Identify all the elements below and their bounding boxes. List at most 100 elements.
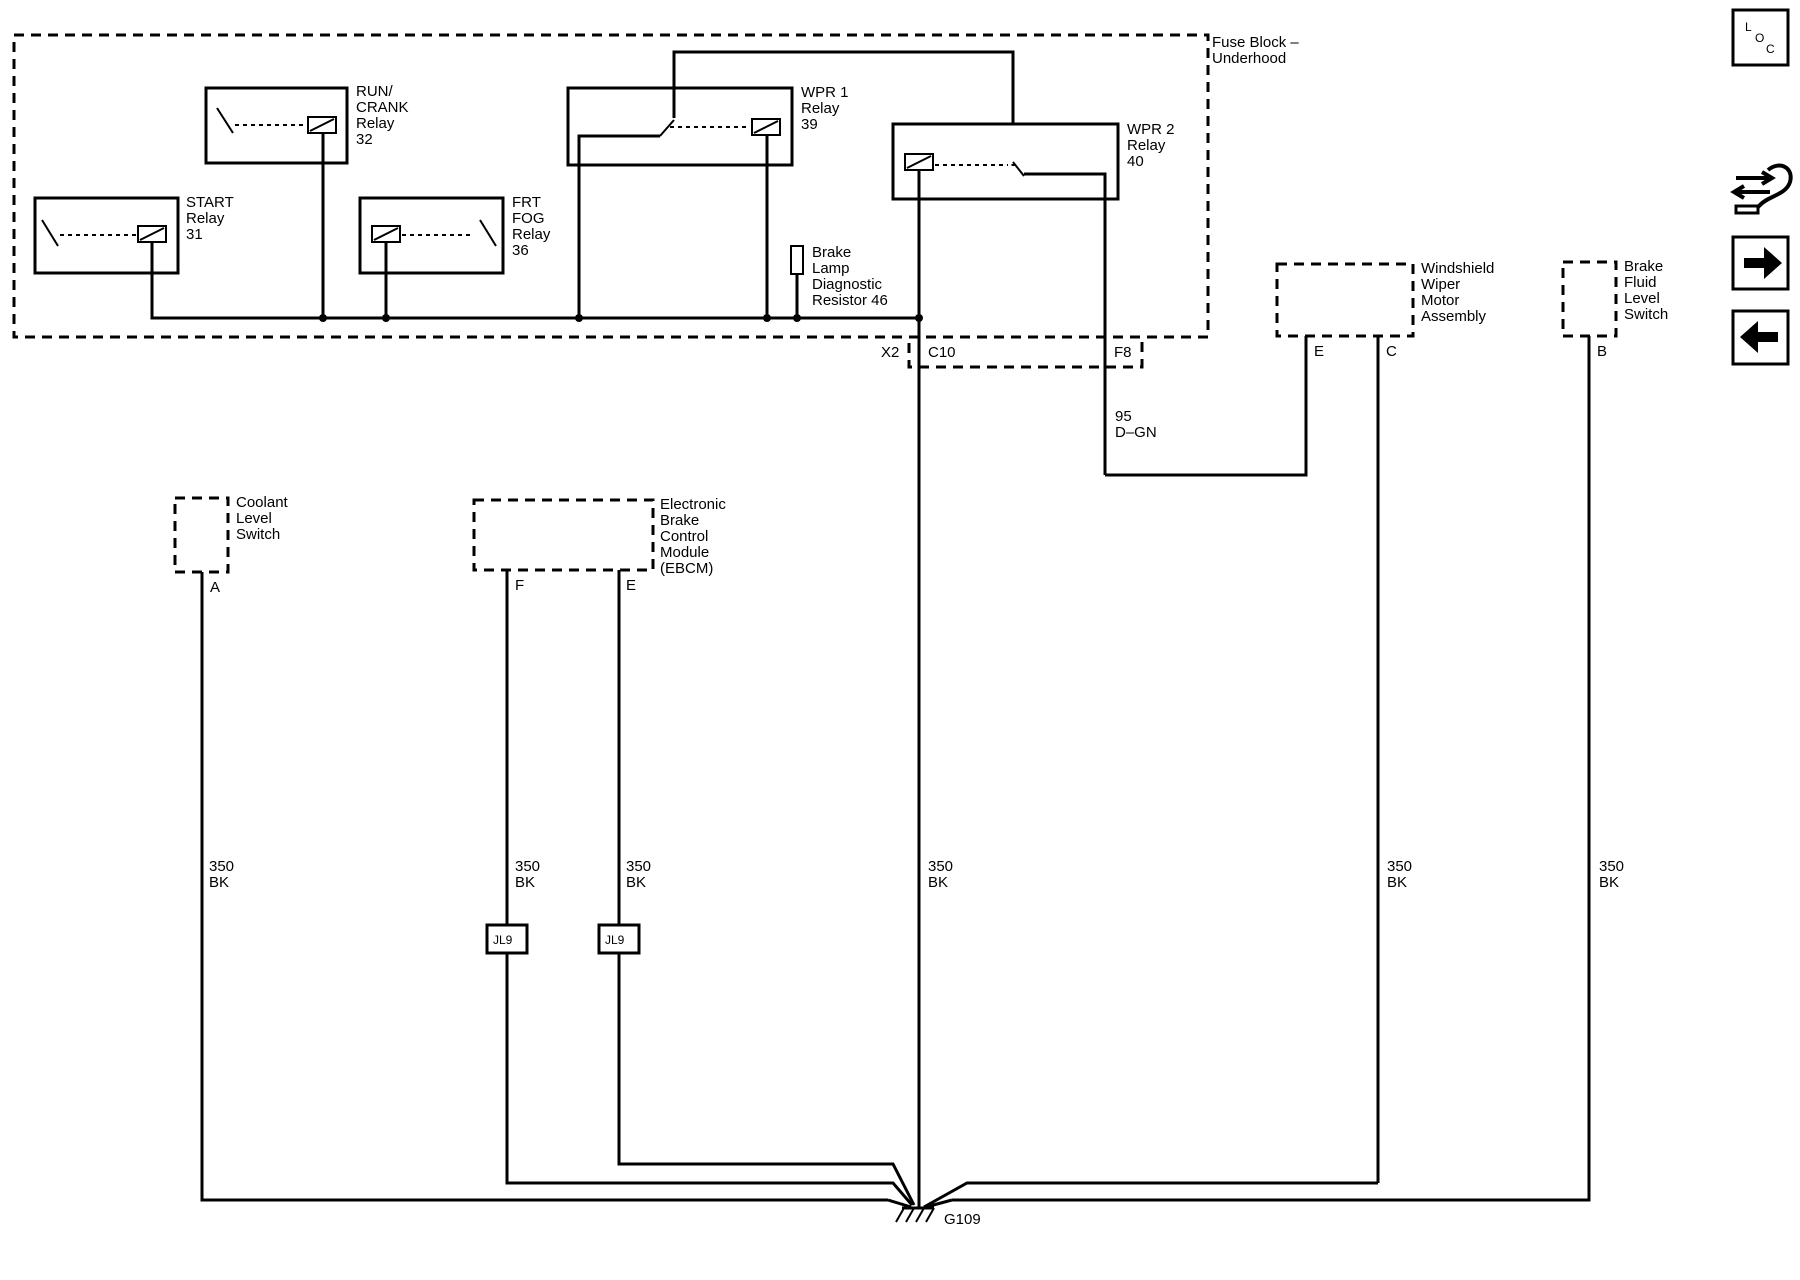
wpr2-relay-label-3: 40 — [1127, 153, 1144, 170]
brake-fluid-pin-b: B — [1597, 343, 1607, 360]
connector-c10-label: C10 — [928, 344, 956, 361]
connector-c10-outline — [907, 335, 1144, 369]
svg-text:L: L — [1745, 20, 1752, 34]
brake-fluid-outline — [1561, 260, 1618, 338]
wpr2-relay-box — [891, 122, 1120, 201]
splice-jl9-f: JL9 — [485, 923, 529, 955]
svg-text:O: O — [1755, 31, 1764, 45]
brake-lamp-resistor-symbol — [790, 245, 804, 275]
brake-lamp-resistor-label-4: Resistor 46 — [812, 292, 888, 309]
wpr1-relay-switch — [659, 119, 675, 137]
wiper-motor-label-3: Motor — [1421, 292, 1459, 309]
svg-text:BK: BK — [928, 874, 948, 891]
svg-text:BK: BK — [1387, 874, 1407, 891]
arrow-left-icon — [1740, 321, 1778, 353]
wpr1-relay-label-3: 39 — [801, 116, 818, 133]
start-relay-label-1: START — [186, 194, 234, 211]
fuse-block-underhood: Fuse Block – Underhood — [12, 33, 1299, 339]
ebcm-pin-e: E — [626, 577, 636, 594]
junction-dots — [319, 314, 923, 322]
run-crank-relay-switch — [216, 107, 234, 134]
frt-fog-relay-label-4: 36 — [512, 242, 529, 259]
fuse-block-label-line1: Fuse Block – — [1212, 34, 1299, 51]
ebcm-pin-f: F — [515, 577, 524, 594]
wire-350-bk-ebcm-e — [617, 570, 916, 1206]
wpr2-relay: WPR 2 Relay 40 — [891, 121, 1175, 1182]
location-button[interactable]: L O C — [1731, 8, 1790, 67]
ebcm-label-2: Brake — [660, 512, 699, 529]
coolant-label-2: Level — [236, 510, 272, 527]
coolant-outline — [173, 496, 230, 574]
start-relay-label-3: 31 — [186, 226, 203, 243]
wire-350-bk-ebcm-f — [505, 570, 914, 1206]
wiper-motor-pin-e: E — [1314, 343, 1324, 360]
coolant-pin-a: A — [210, 579, 220, 596]
ebcm-label-1: Electronic — [660, 496, 726, 513]
fuse-block-ground-bus — [150, 273, 920, 320]
svg-text:350: 350 — [928, 858, 953, 875]
start-relay: START Relay 31 — [33, 194, 234, 275]
wiper-motor-label-2: Wiper — [1421, 276, 1460, 293]
wpr-link-wire — [672, 50, 1015, 164]
previous-page-button[interactable] — [1731, 309, 1790, 366]
wiper-motor-outline — [1275, 262, 1415, 338]
svg-text:350: 350 — [1387, 858, 1412, 875]
fuse-block-boundary — [12, 33, 1210, 339]
svg-text:350: 350 — [1599, 858, 1624, 875]
wiper-motor-label-4: Assembly — [1421, 308, 1487, 325]
ebcm-label-5: (EBCM) — [660, 560, 713, 577]
brake-fluid-label-3: Level — [1624, 290, 1660, 307]
svg-text:BK: BK — [515, 874, 535, 891]
start-relay-box — [33, 196, 180, 275]
fuse-block-label-line2: Underhood — [1212, 50, 1286, 67]
svg-text:350: 350 — [209, 858, 234, 875]
windshield-wiper-motor-assembly: Windshield Wiper Motor Assembly E C — [1275, 260, 1494, 1183]
wire-95-dgn — [1024, 172, 1107, 475]
frt-fog-relay-label-1: FRT — [512, 194, 541, 211]
wire-350-bk-brake-fluid — [952, 336, 1591, 1202]
svg-text:350: 350 — [515, 858, 540, 875]
frt-fog-relay-switch — [479, 219, 497, 247]
run-crank-relay-label-1: RUN/ — [356, 83, 393, 100]
wpr1-relay-label-1: WPR 1 — [801, 84, 849, 101]
ebcm-label-4: Module — [660, 544, 709, 561]
run-crank-relay-label-3: Relay — [356, 115, 395, 132]
ground-g109-label: G109 — [944, 1211, 981, 1228]
wire-95-label-1: 95 — [1115, 408, 1132, 425]
brake-fluid-label-2: Fluid — [1624, 274, 1657, 291]
wiper-motor-label-1: Windshield — [1421, 260, 1494, 277]
start-relay-label-2: Relay — [186, 210, 225, 227]
connector-f8-label: F8 — [1114, 344, 1132, 361]
wpr1-relay-label-2: Relay — [801, 100, 840, 117]
wpr2-relay-label-1: WPR 2 — [1127, 121, 1175, 138]
start-relay-switch — [41, 219, 59, 247]
svg-text:BK: BK — [626, 874, 646, 891]
brake-lamp-diagnostic-resistor: Brake Lamp Diagnostic Resistor 46 — [790, 244, 888, 318]
wire-labels-350-bk: 350 BK 350 BK 350 BK 350 BK 350 BK 350 B… — [209, 858, 1624, 891]
svg-text:BK: BK — [1599, 874, 1619, 891]
wire-95-label-2: D–GN — [1115, 424, 1157, 441]
run-crank-relay: RUN/ CRANK Relay 32 — [204, 83, 409, 318]
run-crank-relay-label-4: 32 — [356, 131, 373, 148]
tools-button[interactable] — [1730, 163, 1793, 215]
next-page-button[interactable] — [1731, 235, 1790, 291]
wpr2-relay-label-2: Relay — [1127, 137, 1166, 154]
connector-c10: X2 C10 F8 — [881, 335, 1144, 369]
wpr1-relay: WPR 1 Relay 39 — [566, 50, 1015, 318]
brake-fluid-label-4: Switch — [1624, 306, 1668, 323]
wpr2-relay-switch — [1012, 161, 1025, 177]
tools-icon — [1730, 163, 1793, 215]
connector-x2-label: X2 — [881, 344, 899, 361]
brake-lamp-resistor-label-2: Lamp — [812, 260, 850, 277]
frt-fog-relay: FRT FOG Relay 36 — [358, 194, 551, 318]
brake-fluid-level-switch: Brake Fluid Level Switch B — [952, 258, 1668, 1202]
coolant-label-1: Coolant — [236, 494, 289, 511]
svg-text:350: 350 — [626, 858, 651, 875]
frt-fog-relay-label-2: FOG — [512, 210, 545, 227]
ebcm-outline — [472, 498, 655, 572]
splice-jl9-e-label: JL9 — [605, 933, 625, 947]
arrow-right-icon — [1744, 247, 1782, 279]
ground-g109: G109 — [895, 1206, 981, 1228]
coolant-label-3: Switch — [236, 526, 280, 543]
